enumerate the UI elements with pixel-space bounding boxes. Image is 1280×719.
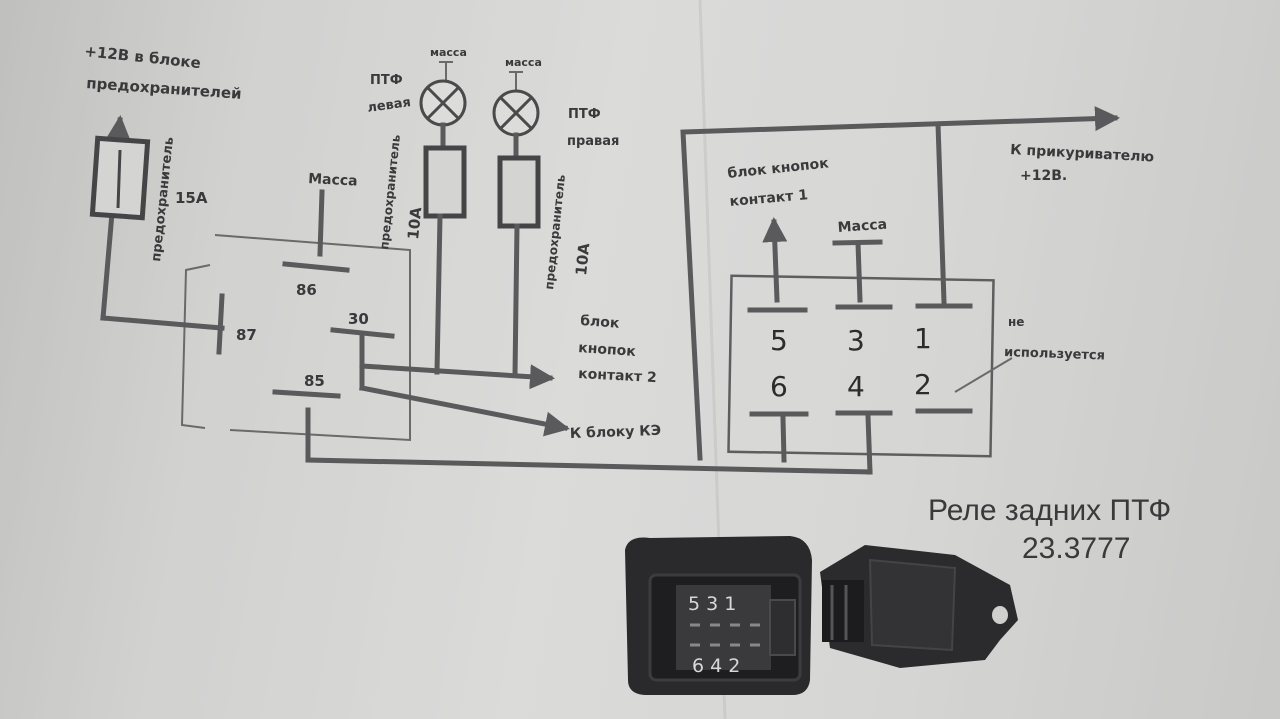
pin-85-label: 85 <box>304 372 325 390</box>
pin-30-label: 30 <box>348 310 369 328</box>
relay-title-line-1: Реле задних ПТФ <box>928 494 1171 527</box>
pin-86-contact <box>282 261 350 273</box>
not-used-pointer <box>954 357 1013 393</box>
relay-photo-front: 5 3 1 6 4 2 <box>625 536 812 696</box>
pin-5-label: 5 <box>770 324 788 357</box>
pin-85-contact <box>272 389 341 399</box>
ptf-right-label-1: ПТФ <box>568 107 601 122</box>
buttons-contact2-label-3: контакт 2 <box>578 366 657 386</box>
relay-photo-side <box>820 545 1018 668</box>
outer-loop-wire <box>680 106 1120 461</box>
buttons-contact2-label-1: блок <box>580 313 621 332</box>
fuse-right-10a <box>497 155 541 229</box>
pin-87-contact <box>216 293 225 355</box>
ground-label-left: масса <box>430 46 467 59</box>
ground-wire-86 <box>317 189 325 257</box>
pin-2-label: 2 <box>914 368 932 401</box>
pin-30-to-ke <box>359 385 570 437</box>
to-lighter-label-2: +12В. <box>1020 168 1067 184</box>
pin-3-ground-wire <box>855 240 863 303</box>
ground-label-connector: Масса <box>837 217 887 236</box>
buttons-contact1-label-2: контакт 1 <box>729 187 809 210</box>
fuse-left-rating: 10А <box>404 206 425 241</box>
ground-label-right: масса <box>505 56 542 69</box>
pin-4-label: 4 <box>847 370 865 403</box>
lamp-left-icon <box>419 79 467 127</box>
lamp-right-wire-bottom <box>512 223 520 378</box>
buttons-contact2-label-2: кнопок <box>578 340 637 360</box>
relay-title-line-2: 23.3777 <box>1022 532 1130 565</box>
lamp-left-wire-bottom <box>434 213 443 375</box>
ptf-left-label-2: левая <box>366 95 411 116</box>
lighter-drop-wire <box>935 121 947 305</box>
pin-86-label: 86 <box>296 281 317 299</box>
relay-body-outline <box>180 234 411 442</box>
pin-87-label: 87 <box>236 326 257 344</box>
pin-4-wire <box>865 413 873 475</box>
pin-30-to-buttons <box>359 363 555 390</box>
pin-3-label: 3 <box>847 324 865 357</box>
photo-pins-bottom: 6 4 2 <box>692 655 740 677</box>
pin-6-wire <box>780 415 787 463</box>
not-used-label-2: используется <box>1004 345 1105 364</box>
ptf-right-label-2: правая <box>567 134 619 149</box>
pin-87-wire <box>100 315 225 331</box>
pin-1-label: 1 <box>914 322 932 355</box>
pin-5-up-wire <box>762 217 788 303</box>
ptf-left-label-1: ПТФ <box>370 73 403 88</box>
ground-label-relay: Масса <box>308 171 358 190</box>
fuse-main-rating: 15А <box>175 189 208 207</box>
to-lighter-label-1: К прикуривателю <box>1010 142 1155 166</box>
connector-outline <box>727 274 995 458</box>
lamp-right-icon <box>492 89 540 137</box>
pin-85-to-connector <box>305 457 873 475</box>
pin-6-label: 6 <box>770 370 788 403</box>
photo-pins-top: 5 3 1 <box>688 593 736 615</box>
to-ke-label: К блоку КЭ <box>570 423 662 442</box>
not-used-label-1: не <box>1008 315 1024 329</box>
fuse-15a-element <box>116 149 122 209</box>
fuse-right-rating: 10А <box>572 242 593 277</box>
fuse-left-10a <box>423 145 467 219</box>
